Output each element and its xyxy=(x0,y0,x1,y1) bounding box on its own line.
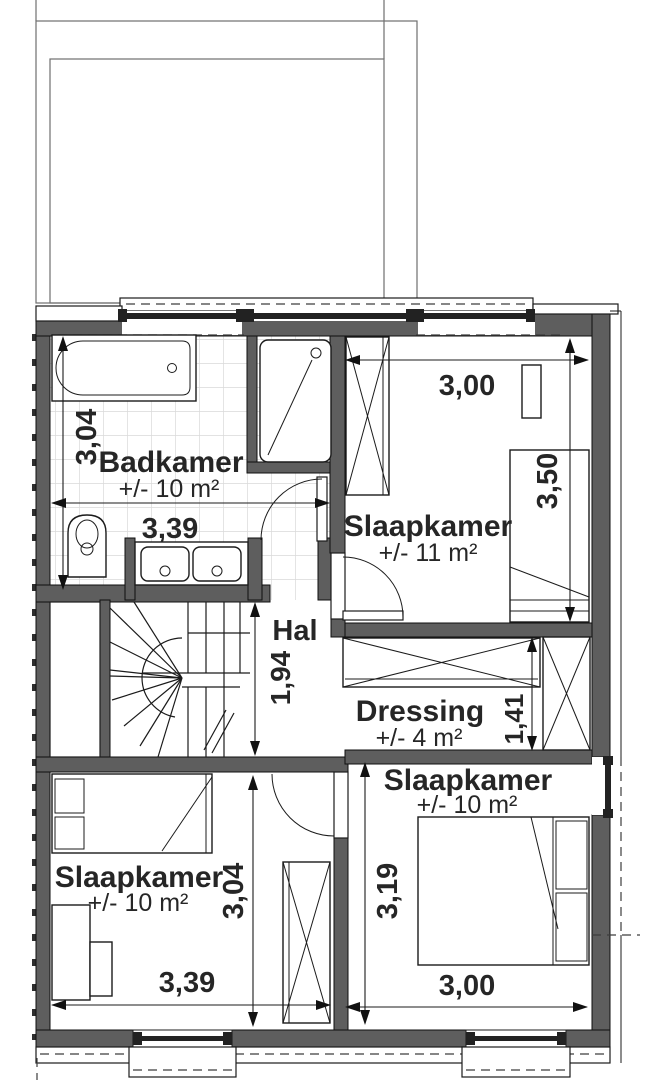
dim-slaapkamer-bl-width: 3,39 xyxy=(51,967,331,1010)
label-slaapkamer-bl: Slaapkamer xyxy=(55,861,224,894)
right-window xyxy=(592,310,640,1063)
wardrobe-dressing-vertical xyxy=(542,636,591,751)
doors xyxy=(260,476,404,839)
svg-text:3,04: 3,04 xyxy=(218,863,250,919)
label-slaapkamer-tr: Slaapkamer xyxy=(344,510,513,543)
dim-slaapkamer-bl-height: 3,04 xyxy=(218,775,258,1027)
area-slaapkamer-bl: +/- 10 m² xyxy=(88,889,189,917)
top-windows xyxy=(35,297,619,336)
desk-bl xyxy=(51,904,113,1001)
dim-slaapkamer-br-height: 3,19 xyxy=(360,762,404,1025)
label-hal: Hal xyxy=(272,615,317,647)
wall-bottom-3 xyxy=(565,1029,611,1048)
label-slaapkamer-br: Slaapkamer xyxy=(384,764,553,797)
area-badkamer: +/- 10 m² xyxy=(119,475,220,503)
wall-mid-horizontal xyxy=(35,756,349,773)
area-dressing: +/- 4 m² xyxy=(376,724,463,752)
window-bottom-right xyxy=(461,1029,571,1078)
roof-outline xyxy=(35,0,418,304)
window-top-middle xyxy=(250,313,410,319)
door-badkamer xyxy=(260,476,328,542)
shower xyxy=(259,339,332,463)
wall-bedroom-tr-west xyxy=(329,335,346,554)
label-badkamer: Badkamer xyxy=(98,446,243,479)
area-slaapkamer-br: +/- 10 m² xyxy=(417,791,518,819)
window-bottom-left xyxy=(128,1029,237,1078)
wardrobe-tr xyxy=(345,336,390,496)
svg-text:3,19: 3,19 xyxy=(372,863,404,919)
bottom-exterior xyxy=(35,1029,611,1080)
svg-text:3,00: 3,00 xyxy=(439,970,495,1002)
bed-bl xyxy=(51,773,213,854)
room-labels: Badkamer +/- 10 m² Slaapkamer +/- 11 m² … xyxy=(55,446,553,917)
bathtub xyxy=(51,334,197,402)
svg-text:3,50: 3,50 xyxy=(532,453,564,509)
svg-text:1,41: 1,41 xyxy=(499,694,529,745)
wardrobe-dressing-horizontal xyxy=(342,637,541,688)
dim-label: 3,04 xyxy=(71,409,103,465)
dim-badkamer-width: 3,39 xyxy=(51,498,330,545)
wardrobe-bl xyxy=(282,861,331,1024)
wall-left xyxy=(35,310,51,1048)
wall-right-upper xyxy=(591,310,611,758)
dim-badkamer-height: 3,04 xyxy=(58,336,103,590)
wall-right-lower xyxy=(591,814,611,1048)
shower-wall-west xyxy=(246,335,258,474)
nightstand-tr xyxy=(521,364,542,419)
svg-text:3,00: 3,00 xyxy=(439,370,495,402)
dimensions: 3,04 3,39 3,00 3,50 1,94 xyxy=(51,336,589,1027)
label-dressing: Dressing xyxy=(356,695,484,728)
vanity-stub-left xyxy=(124,537,136,601)
dim-slaapkamer-br-width: 3,00 xyxy=(345,970,588,1012)
window-top-left xyxy=(126,313,240,319)
bed-tr xyxy=(509,364,590,623)
stairs xyxy=(109,601,250,758)
wall-stair-west xyxy=(99,599,111,758)
bed-br xyxy=(417,816,590,966)
shower-wall-south xyxy=(246,461,338,474)
void-shaft xyxy=(49,601,101,758)
door-slaapkamer-bottom xyxy=(271,771,349,839)
window-top-right xyxy=(424,313,528,319)
dim-slaapkamer-tr-height: 3,50 xyxy=(532,338,575,622)
svg-text:3,39: 3,39 xyxy=(142,513,198,545)
furniture xyxy=(51,334,591,1024)
wall-badkamer-south xyxy=(35,584,271,603)
dim-dressing-height: 1,41 xyxy=(499,637,537,751)
vanity-stub-right xyxy=(247,537,263,601)
area-slaapkamer-tr: +/- 11 m² xyxy=(379,539,478,567)
wall-bedroom-tr-south xyxy=(344,622,593,638)
toilet xyxy=(67,514,107,578)
dim-hal-height: 1,94 xyxy=(250,602,296,756)
svg-text:3,39: 3,39 xyxy=(159,967,215,999)
wall-bottom-2 xyxy=(231,1029,467,1048)
party-wall-hatch xyxy=(29,328,37,1040)
dim-slaapkamer-tr-width: 3,00 xyxy=(345,355,589,402)
wall-corridor-east xyxy=(333,837,349,1031)
door-slaapkamer-tr xyxy=(330,552,404,621)
double-sink xyxy=(134,541,249,586)
svg-text:1,94: 1,94 xyxy=(265,650,296,705)
wall-dressing-south xyxy=(344,749,593,765)
wall-bottom-1 xyxy=(35,1029,134,1048)
